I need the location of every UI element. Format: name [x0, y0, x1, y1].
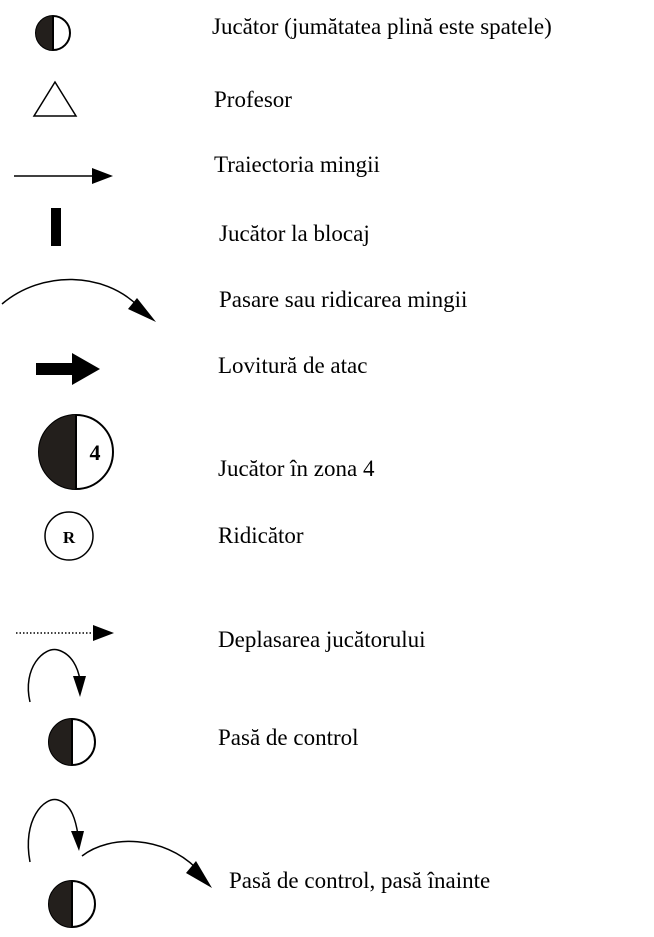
curved-arrow-icon — [1, 278, 156, 322]
legend-label-pass-set: Pasare sau ridicarea mingii — [219, 287, 468, 312]
arrow-right-icon — [14, 168, 113, 184]
letter-circle-icon: R — [44, 511, 94, 561]
half-filled-circle-icon — [35, 15, 71, 51]
dotted-arrow-icon — [16, 625, 114, 641]
legend-label-ball-trajectory: Traiectoria mingii — [214, 152, 380, 177]
legend-label-setter: Ridicător — [218, 523, 304, 548]
legend-label-teacher: Profesor — [214, 87, 292, 112]
legend-label-blocker: Jucător la blocaj — [219, 221, 370, 246]
setter-letter-marker: R — [63, 528, 76, 547]
legend-label-attack-hit: Lovitură de atac — [218, 353, 368, 378]
legend-label-player: Jucător (jumătatea plină este spatele) — [212, 14, 552, 39]
triangle-icon — [32, 80, 78, 117]
legend-label-player-movement: Deplasarea jucătorului — [218, 627, 426, 652]
control-forward-pass-icon — [27, 798, 212, 928]
legend-label-zone4-player: Jucător în zona 4 — [218, 456, 375, 481]
thick-arrow-icon — [36, 353, 100, 385]
control-pass-icon — [27, 648, 96, 766]
numbered-half-circle-icon: 4 — [38, 414, 114, 490]
zone-number-marker: 4 — [90, 440, 101, 465]
vertical-bar-icon — [51, 208, 61, 246]
legend-label-control-pass: Pasă de control — [218, 725, 359, 750]
legend-label-control-forward: Pasă de control, pasă înainte — [229, 868, 491, 893]
